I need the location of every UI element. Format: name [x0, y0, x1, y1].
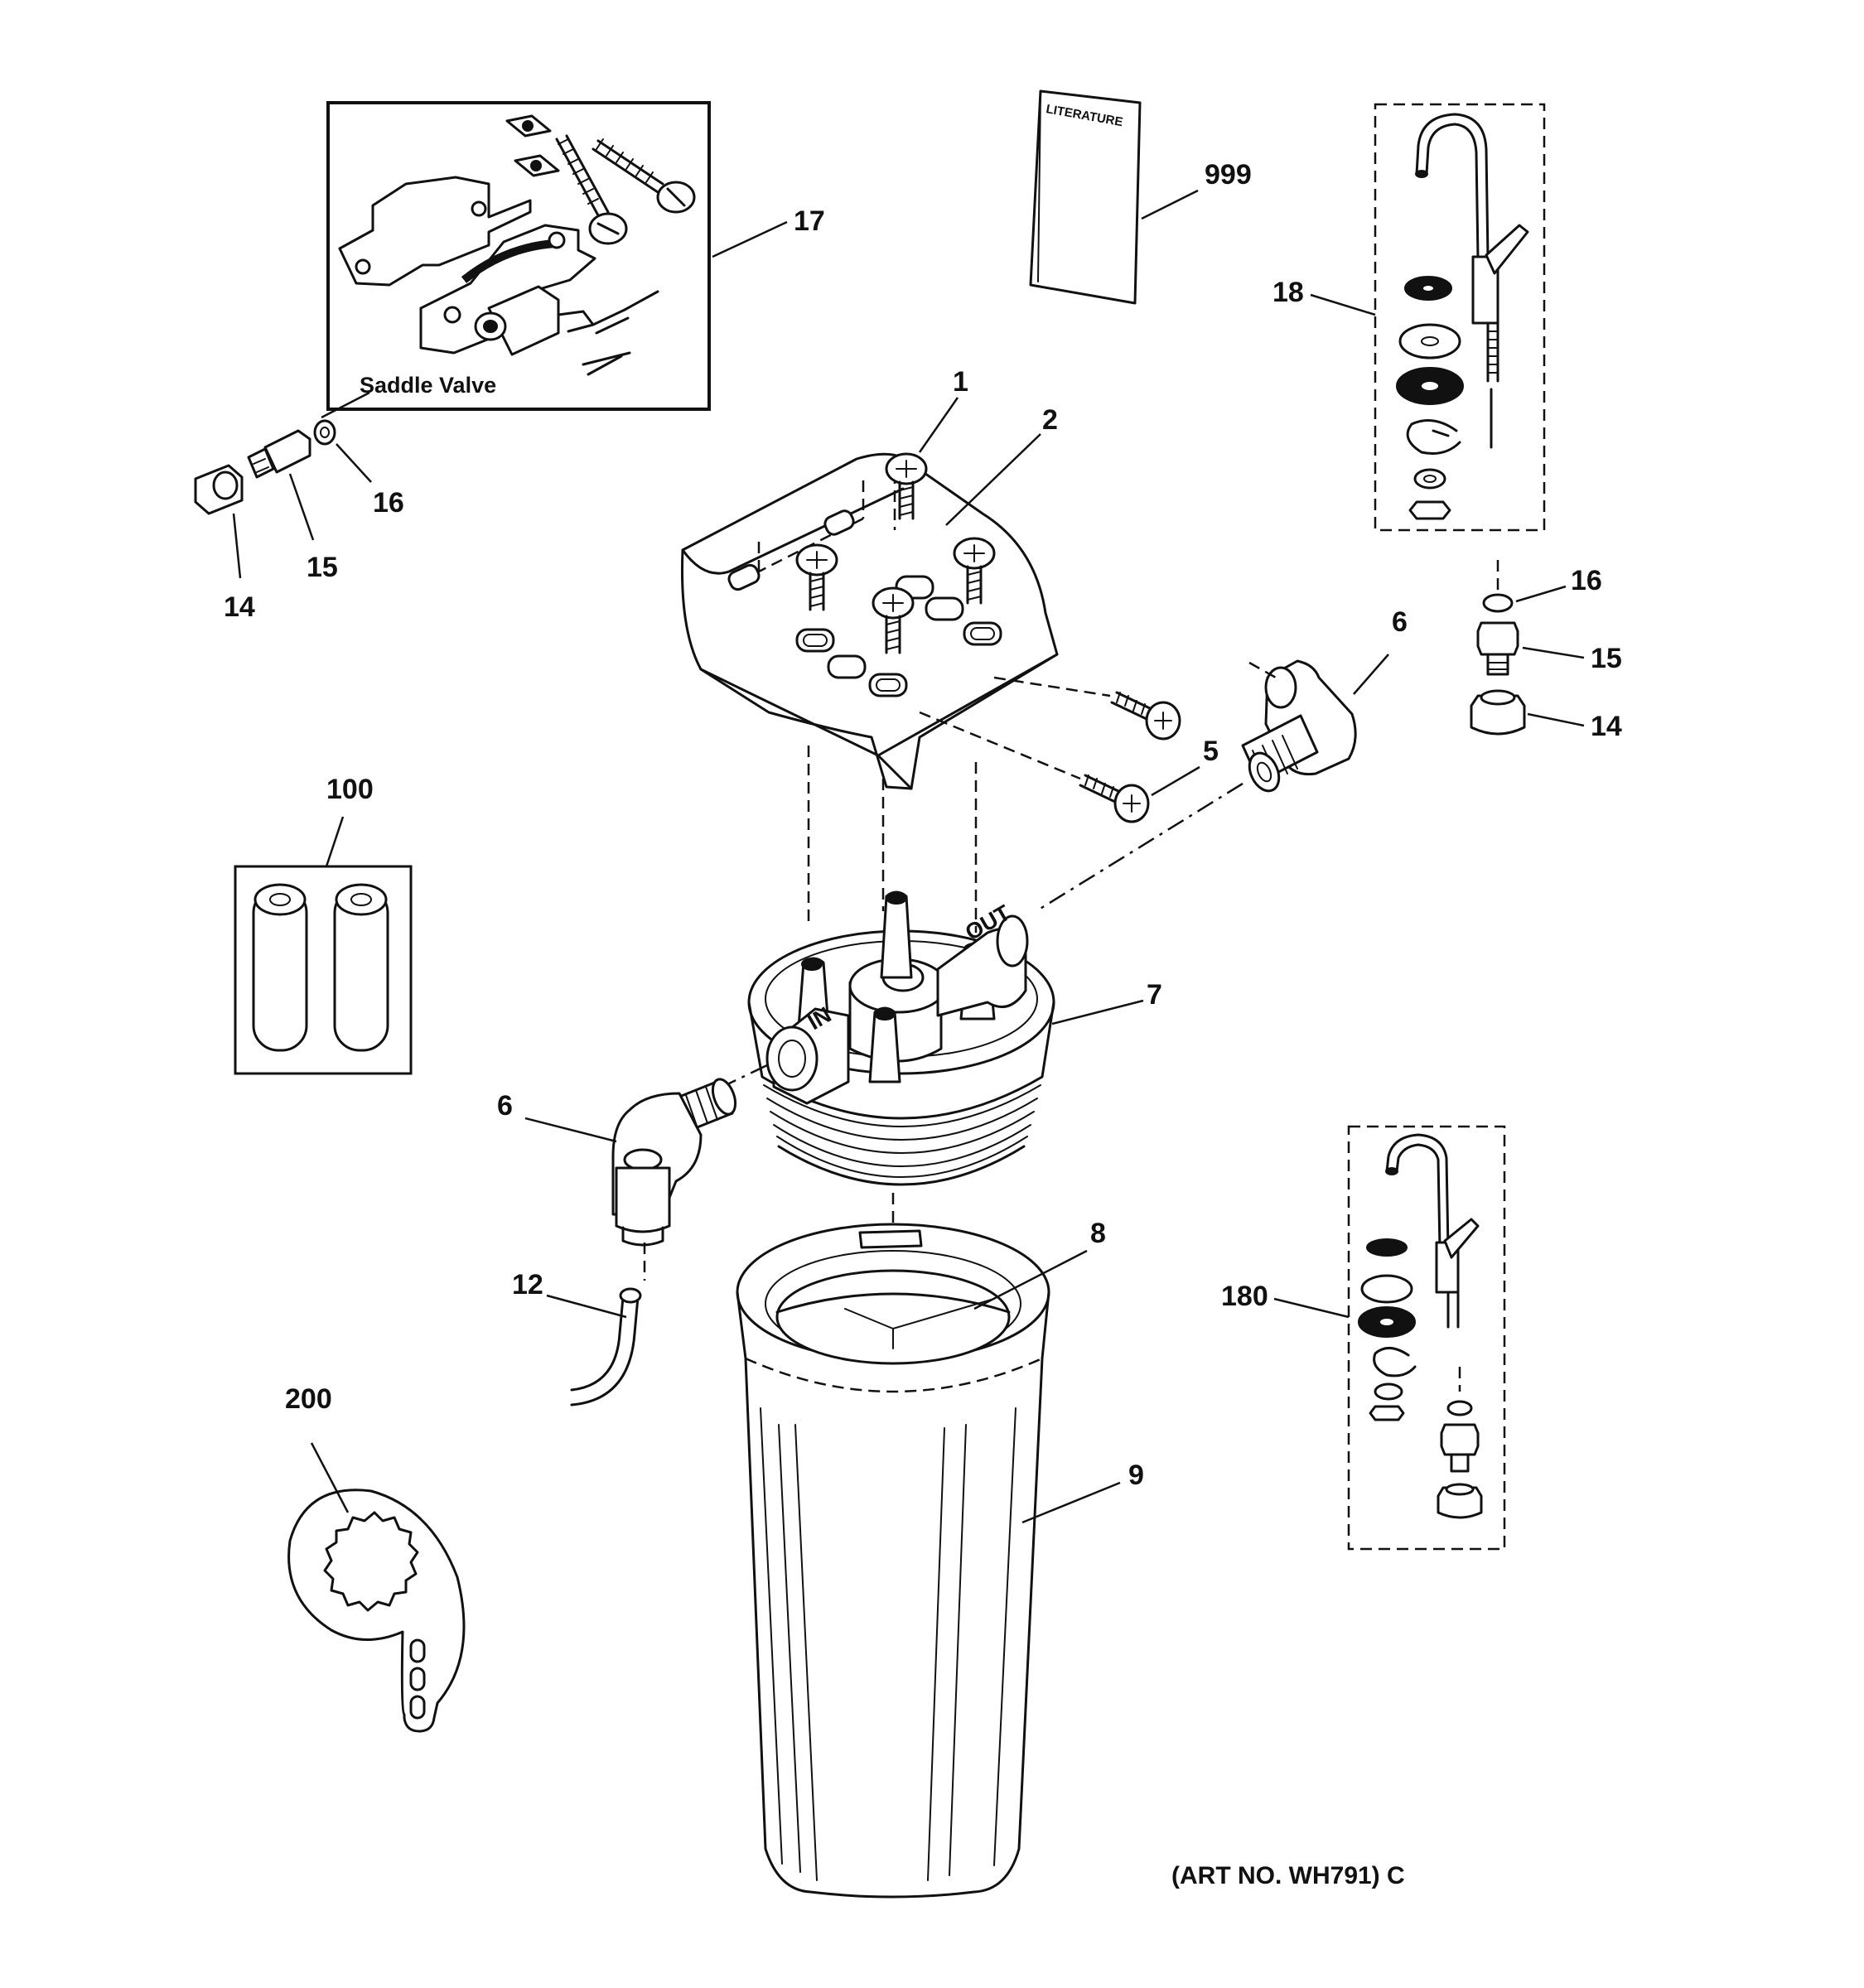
callout-999: 999: [1205, 159, 1252, 191]
callout-17: 17: [794, 205, 825, 237]
tubing: [570, 1287, 642, 1407]
phillips-screw: [1079, 774, 1150, 823]
callout-16-left: 16: [373, 487, 404, 519]
faucet-kit-alt: [1347, 1125, 1506, 1551]
callout-6-right: 6: [1392, 606, 1408, 638]
compression-fittings-right: [1470, 593, 1526, 736]
ferrule-ring: [1482, 593, 1514, 613]
saddle-screw: [555, 134, 628, 245]
callout-15-right: 15: [1591, 643, 1622, 674]
phillips-screw: [872, 586, 915, 654]
hex-nut: [1408, 500, 1451, 520]
elbow-fitting-right: [1241, 659, 1357, 793]
callout-5: 5: [1203, 736, 1219, 767]
compression-fittings-left: [194, 419, 336, 515]
faucet-kit-alt-frame: [1347, 1125, 1506, 1551]
faucet-kit: [1374, 103, 1546, 532]
cartridge-box: [234, 865, 413, 1075]
literature-sheet: LITERATURE: [1029, 89, 1142, 305]
saddle-valve-caption: Saddle Valve: [360, 373, 496, 398]
filter-head: OUT IN: [747, 890, 1055, 1186]
saddle-bracket-lower: [419, 224, 596, 355]
compression-nut: [1470, 694, 1526, 736]
callout-9: 9: [1128, 1460, 1144, 1491]
mounting-screws: [795, 452, 1181, 823]
housing-wrench: [287, 1489, 466, 1733]
phillips-screw: [885, 452, 928, 520]
callout-1: 1: [953, 366, 968, 398]
phillips-screw: [953, 537, 996, 605]
insert-fitting: [1476, 621, 1519, 656]
flat-washer: [1398, 323, 1461, 359]
valve-body: [487, 285, 560, 356]
mounting-bracket: [680, 452, 1059, 790]
callout-6-left: 6: [497, 1090, 513, 1122]
phillips-screw: [795, 543, 838, 611]
callout-7: 7: [1147, 979, 1162, 1011]
ferrule-ring: [313, 419, 336, 446]
phillips-screw: [1110, 691, 1181, 741]
callout-12: 12: [512, 1269, 543, 1300]
elbow-fitting-left: [611, 1078, 737, 1247]
callout-2: 2: [1042, 404, 1058, 436]
callout-14-left: 14: [224, 591, 255, 623]
callout-180: 180: [1221, 1281, 1268, 1312]
filter-cartridges: [234, 865, 413, 1075]
callout-100: 100: [326, 774, 374, 805]
callout-18: 18: [1272, 277, 1304, 308]
art-number: (ART NO. WH791) C: [1171, 1862, 1405, 1889]
lock-washer: [1413, 468, 1446, 490]
faucet-handle: [1485, 224, 1529, 275]
callout-8: 8: [1090, 1218, 1106, 1249]
callout-16-right: 16: [1571, 565, 1602, 596]
insert-fitting: [263, 429, 311, 474]
filter-housing: [736, 1223, 1050, 1899]
saddle-valve-kit: Saddle Valve: [326, 101, 711, 411]
faucet-kit-frame: [1374, 103, 1546, 532]
callout-200: 200: [285, 1383, 332, 1415]
saddle-screw: [592, 138, 696, 214]
callout-14-right: 14: [1591, 711, 1622, 742]
saddle-valve-frame: [326, 101, 711, 411]
callout-15-left: 15: [307, 552, 338, 583]
